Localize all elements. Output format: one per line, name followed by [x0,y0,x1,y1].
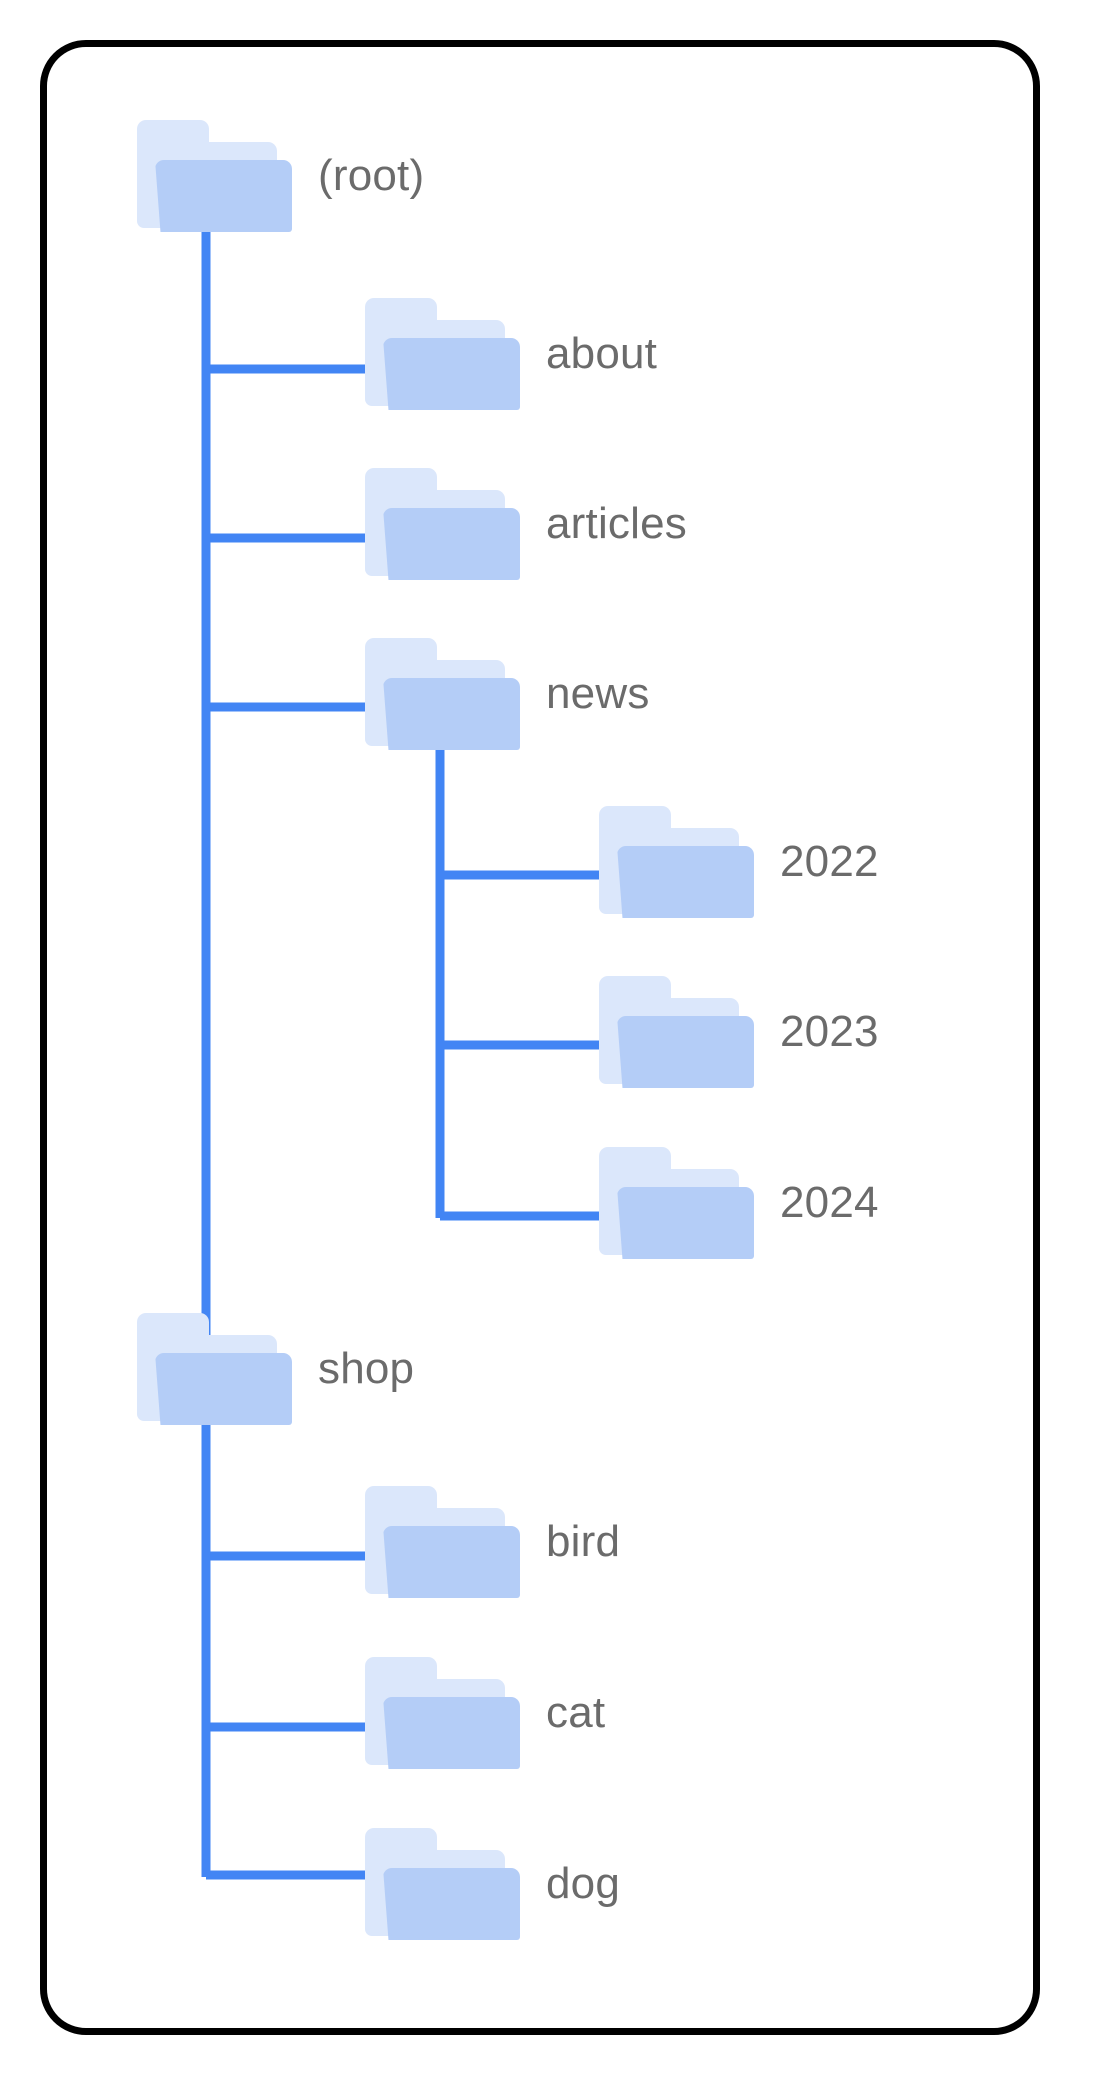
folder-icon [365,468,520,580]
tree-node-2023[interactable]: 2023 [599,976,879,1088]
tree-node-label: about [546,329,658,378]
folder-icon [365,1486,520,1598]
tree-node-label: 2024 [780,1178,879,1227]
tree-node-label: news [546,669,650,718]
tree-node-articles[interactable]: articles [365,468,687,580]
folder-icon [365,638,520,750]
tree-node-label: dog [546,1859,621,1908]
folder-icon [599,806,754,918]
folder-icon [365,1657,520,1769]
folder-icon [365,1828,520,1940]
tree-node-label: bird [546,1517,621,1566]
tree-node-label: cat [546,1688,606,1737]
tree-node-2024[interactable]: 2024 [599,1147,879,1259]
folder-icon [137,120,292,232]
folder-icon [599,1147,754,1259]
tree-node-about[interactable]: about [365,298,657,410]
tree-node-cat[interactable]: cat [365,1657,605,1769]
tree-node-bird[interactable]: bird [365,1486,620,1598]
folder-icon [137,1313,292,1425]
tree-node-root[interactable]: (root) [137,120,424,232]
tree-node-news[interactable]: news [365,638,650,750]
folder-icon [365,298,520,410]
tree-node-dog[interactable]: dog [365,1828,620,1940]
tree-node-label: 2022 [780,837,879,886]
tree-node-shop[interactable]: shop [137,1313,414,1425]
tree-node-2022[interactable]: 2022 [599,806,879,918]
tree-node-label: articles [546,499,687,548]
tree-node-label: shop [318,1344,415,1393]
tree-node-label: 2023 [780,1007,879,1056]
folder-icon [599,976,754,1088]
tree-node-label: (root) [318,151,425,200]
